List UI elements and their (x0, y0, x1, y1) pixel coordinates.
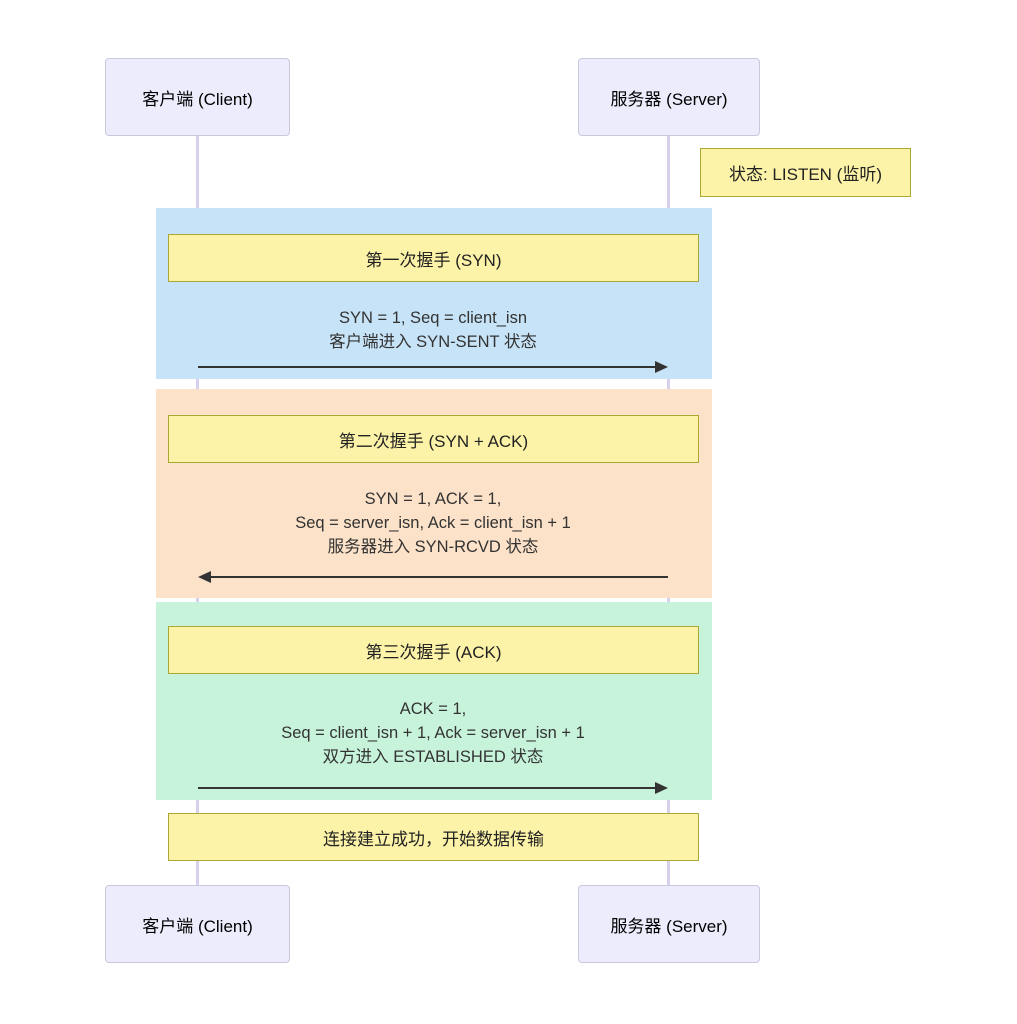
syn-ack-arrow (210, 576, 668, 578)
message-line: 客户端进入 SYN-SENT 状态 (329, 333, 537, 351)
ack-arrow (198, 787, 656, 789)
arrowhead-left-icon (198, 571, 211, 583)
actor-client-top: 客户端 (Client) (105, 58, 290, 136)
phase-1-message: SYN = 1, Seq = client_isn 客户端进入 SYN-SENT… (197, 306, 669, 354)
arrowhead-right-icon (655, 782, 668, 794)
arrowhead-right-icon (655, 361, 668, 373)
message-line: Seq = client_isn + 1, Ack = server_isn +… (281, 724, 585, 742)
actor-server-bottom: 服务器 (Server) (578, 885, 760, 963)
message-line: SYN = 1, Seq = client_isn (338, 309, 528, 327)
message-line: Seq = server_isn, Ack = client_isn + 1 (295, 514, 571, 532)
phase-3-title-note: 第三次握手 (ACK) (168, 626, 699, 674)
actor-client-bottom: 客户端 (Client) (105, 885, 290, 963)
message-line: SYN = 1, ACK = 1, (364, 490, 502, 508)
connection-established-note: 连接建立成功，开始数据传输 (168, 813, 699, 861)
message-line: ACK = 1, (399, 700, 467, 718)
phase-2-title-note: 第二次握手 (SYN + ACK) (168, 415, 699, 463)
phase-3-message: ACK = 1, Seq = client_isn + 1, Ack = ser… (197, 697, 669, 769)
actor-server-top: 服务器 (Server) (578, 58, 760, 136)
phase-1-title-note: 第一次握手 (SYN) (168, 234, 699, 282)
message-line: 双方进入 ESTABLISHED 状态 (322, 748, 544, 766)
message-line: 服务器进入 SYN-RCVD 状态 (327, 538, 539, 556)
syn-arrow (198, 366, 656, 368)
phase-2-message: SYN = 1, ACK = 1, Seq = server_isn, Ack … (197, 487, 669, 559)
server-listen-note: 状态: LISTEN (监听) (700, 148, 911, 197)
